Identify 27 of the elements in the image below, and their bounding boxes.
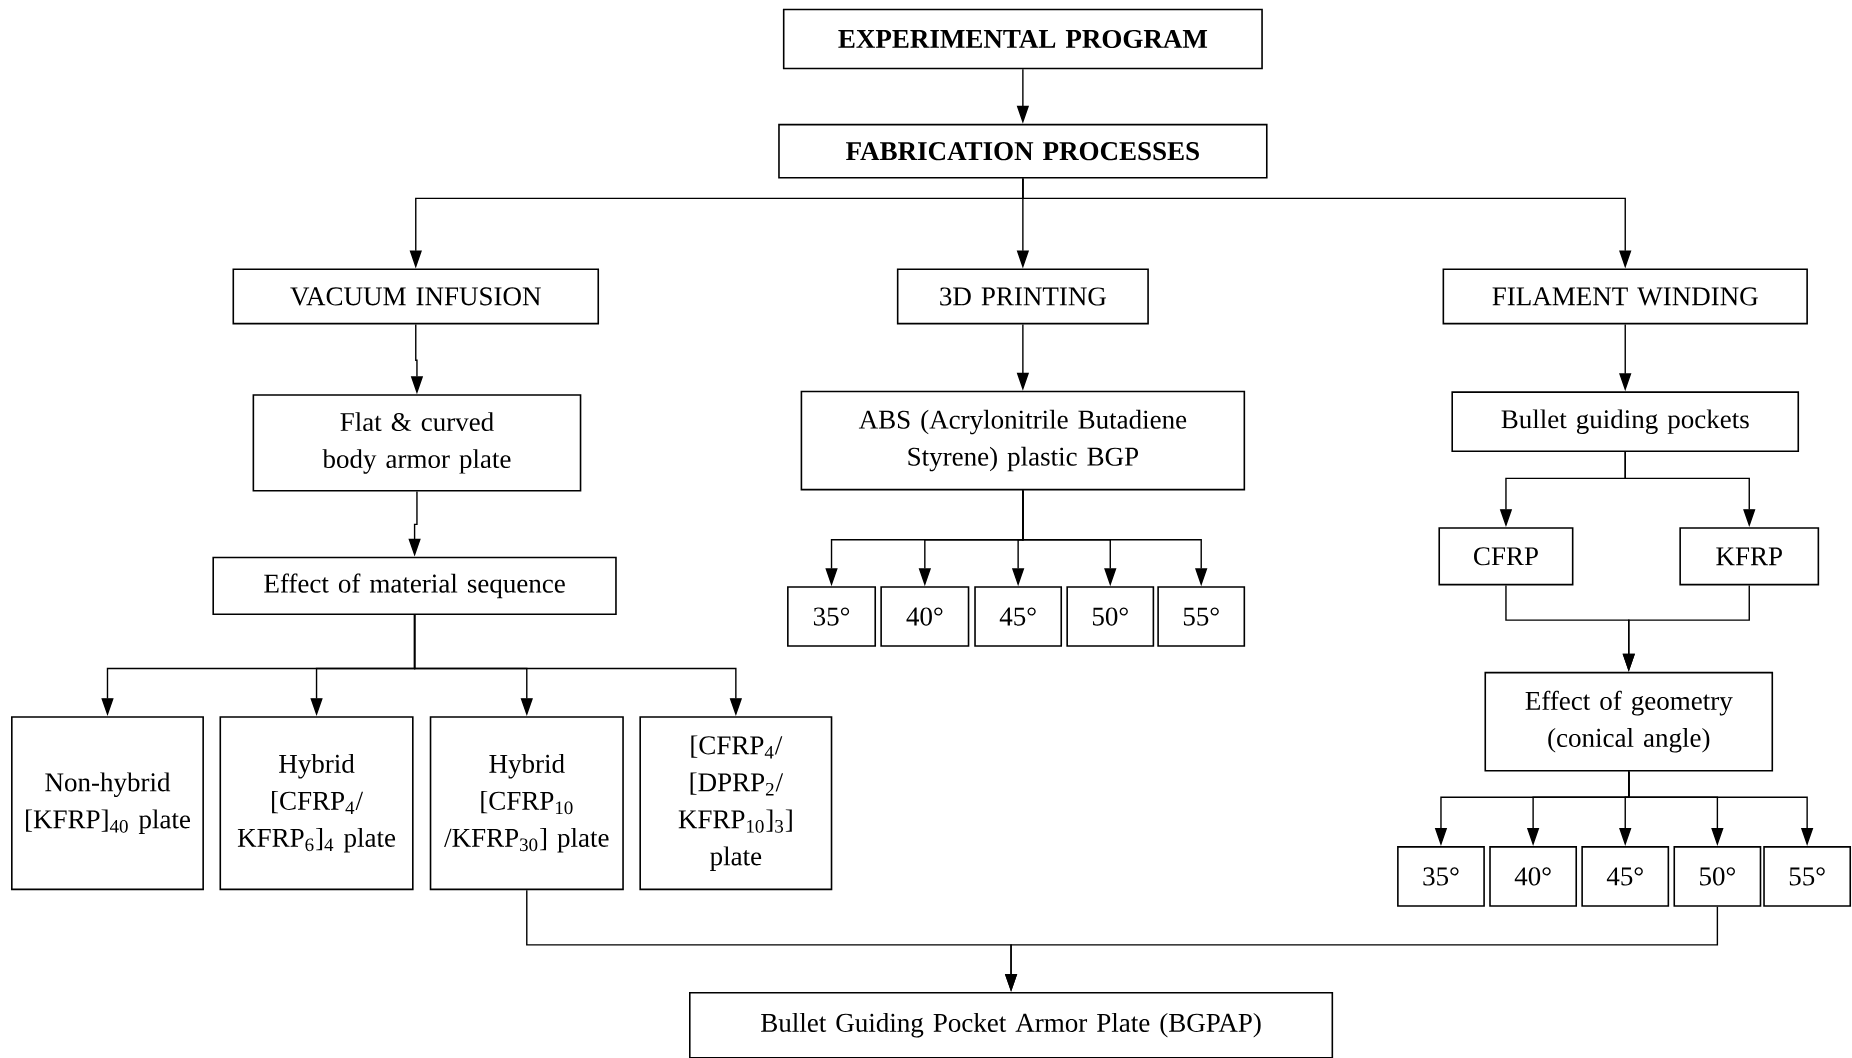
text-box: Hybrid [CFRP$_{10}$ /KFRP$_{30}$] plate [429, 716, 624, 891]
text-box: 40° [880, 586, 970, 647]
text-box: Flat & curved body armor plate [252, 394, 582, 492]
text-box: Bullet Guiding Pocket Armor Plate (BGPAP) [689, 991, 1334, 1058]
text-box: 40° [1489, 845, 1578, 907]
text-box: EXPERIMENTAL PROGRAM [782, 8, 1263, 70]
text-box: Hybrid [CFRP$_{4}$/ KFRP$_{6}$]$_{4}$ plate [219, 716, 414, 891]
text-box: 55° [1157, 586, 1246, 647]
text-box: KFRP [1679, 527, 1820, 586]
text-box: 45° [1581, 845, 1670, 907]
text-box: Bullet guiding pockets [1451, 391, 1800, 452]
text-box: 55° [1763, 845, 1852, 907]
text-box: 35° [1397, 845, 1485, 907]
text-box: FILAMENT WINDING [1442, 268, 1808, 325]
text-box: ABS (Acrylonitrile Butadiene Styrene) plastic BGP [800, 390, 1246, 491]
text-box: VACUUM INFUSION [232, 268, 600, 325]
text-box: 45° [974, 586, 1063, 647]
text-box: 50° [1066, 586, 1155, 647]
text-box: [CFRP$_{4}$/ [DPRP$_{2}$/ KFRP$_{10}$]$_{3}$] plate [639, 716, 833, 891]
text-box: Non-hybrid [KFRP]$_{40}$ plate [11, 716, 204, 891]
text-box: Effect of geometry (conical angle) [1484, 671, 1774, 772]
text-box: 3D PRINTING [896, 268, 1149, 325]
text-box: 35° [787, 586, 877, 647]
text-box: 50° [1673, 845, 1762, 907]
text-box: CFRP [1438, 527, 1574, 586]
text-box: FABRICATION PROCESSES [778, 123, 1268, 179]
text-box: Effect of material sequence [212, 556, 617, 615]
